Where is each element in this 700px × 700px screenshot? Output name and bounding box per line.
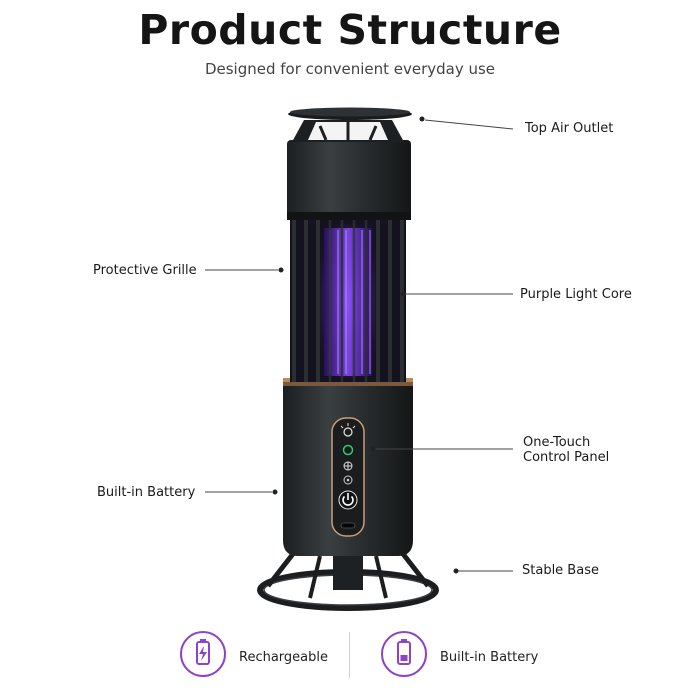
battery-icon xyxy=(381,631,427,677)
label-control-panel-line1: One-Touch xyxy=(523,435,591,450)
label-purple-light-core: Purple Light Core xyxy=(520,287,632,302)
label-control-panel: One-Touch Control Panel xyxy=(523,435,609,465)
fan-icon xyxy=(343,461,353,471)
power-led-icon xyxy=(342,444,354,456)
stable-base xyxy=(257,548,439,611)
callout-dots xyxy=(272,116,459,574)
feature-divider xyxy=(349,632,350,678)
battery-charging-icon xyxy=(180,631,226,677)
label-built-in-battery: Built-in Battery xyxy=(97,485,196,500)
mode-icon xyxy=(343,475,353,485)
feature-rechargeable-label: Rechargeable xyxy=(239,650,328,665)
protective-grille xyxy=(290,218,406,382)
charging-port xyxy=(340,522,356,529)
feature-built-in-battery-label: Built-in Battery xyxy=(440,650,539,665)
label-stable-base: Stable Base xyxy=(522,563,599,578)
label-top-air-outlet: Top Air Outlet xyxy=(525,121,614,136)
label-control-panel-line2: Control Panel xyxy=(523,450,610,465)
top-air-outlet xyxy=(288,107,412,142)
page-subtitle: Designed for convenient everyday use xyxy=(204,60,496,78)
upper-cap xyxy=(287,140,411,220)
power-button-icon xyxy=(338,490,358,510)
callout-lines xyxy=(205,119,514,572)
label-protective-grille: Protective Grille xyxy=(93,263,197,278)
page-title: Product Structure xyxy=(138,6,562,54)
light-icon xyxy=(340,423,356,437)
control-panel xyxy=(331,417,365,537)
